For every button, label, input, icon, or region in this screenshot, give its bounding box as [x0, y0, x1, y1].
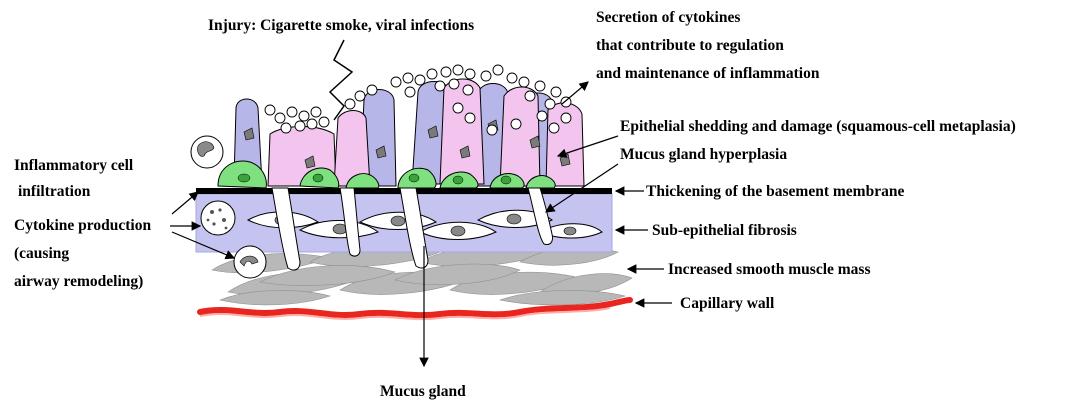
label-cytokine-production-2: (causing	[14, 245, 69, 262]
label-mucus-gland: Mucus gland	[380, 383, 466, 400]
label-inflammatory-cell-2: infiltration	[18, 183, 91, 200]
label-injury: Injury: Cigarette smoke, viral infection…	[208, 17, 474, 34]
arrow-inflammatory-infiltration	[172, 192, 198, 214]
label-secretion-1: Secretion of cytokines	[596, 9, 740, 26]
label-cytokine-production-1: Cytokine production	[14, 217, 151, 234]
arrow-secretion	[562, 82, 588, 104]
label-inflammatory-cell-1: Inflammatory cell	[14, 157, 134, 174]
label-cytokine-production-3: airway remodeling)	[14, 273, 143, 290]
label-secretion-2: that contribute to regulation	[596, 37, 784, 54]
label-basement-membrane: Thickening of the basement membrane	[646, 183, 904, 200]
label-epithelial-shedding: Epithelial shedding and damage (squamous…	[620, 118, 1016, 135]
label-capillary-wall: Capillary wall	[680, 295, 775, 312]
label-smooth-muscle: Increased smooth muscle mass	[668, 261, 871, 278]
label-mucus-gland-hyperplasia: Mucus gland hyperplasia	[620, 146, 787, 163]
label-subepithelial-fibrosis: Sub-epithelial fibrosis	[652, 222, 797, 239]
label-secretion-3: and maintenance of inflammation	[596, 65, 820, 82]
